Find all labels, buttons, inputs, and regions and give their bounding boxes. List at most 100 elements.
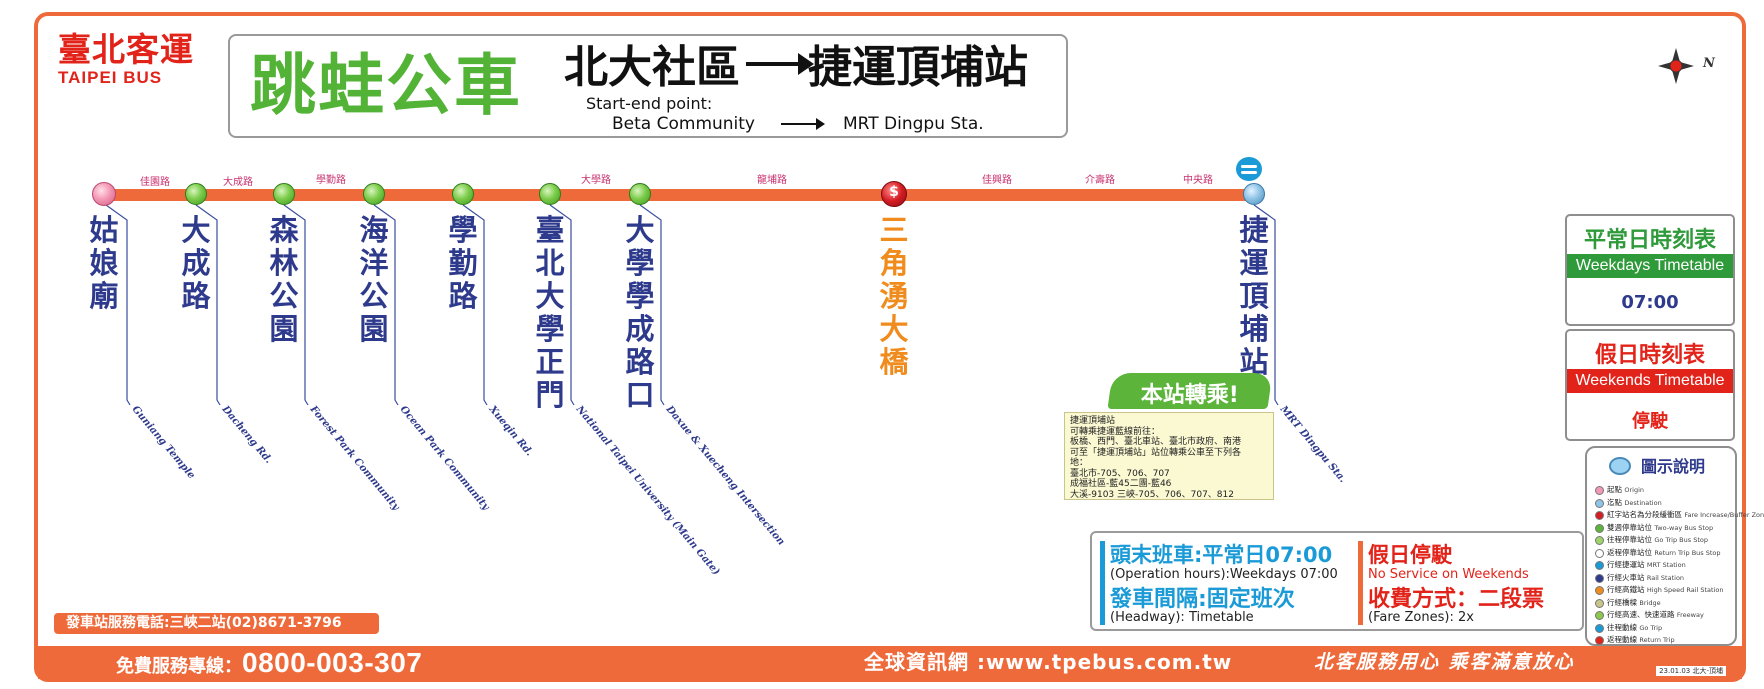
legend-item: 行經捷運站 MRT Station bbox=[1593, 559, 1737, 572]
footer-bar: 免費服務專線：0800-003-307 全球資訊網 :www.tpebus.co… bbox=[38, 646, 1742, 679]
route-line bbox=[104, 189, 1258, 201]
weekend-timetable: 假日時刻表 Weekends Timetable 停駛 bbox=[1565, 329, 1735, 441]
leader-line bbox=[373, 204, 399, 406]
leader-line bbox=[1253, 204, 1279, 406]
legend-item: 行經高速、快速道路 Freeway bbox=[1593, 609, 1737, 622]
road-label: 介壽路 bbox=[1085, 175, 1115, 186]
stop-name-zh: 學勤路 bbox=[448, 213, 478, 313]
legend-swatch-icon bbox=[1595, 536, 1604, 545]
transfer-line: 可至「捷運頂埔站」站位轉乘公車至下列各 bbox=[1070, 447, 1242, 458]
road-label: 學勤路 bbox=[316, 175, 346, 186]
legend-item: 行經火車站 Rail Station bbox=[1593, 572, 1737, 585]
hotline: 免費服務專線：0800-003-307 bbox=[116, 647, 422, 682]
legend-item-en: Go Trip bbox=[1639, 623, 1663, 632]
legend-swatch-icon bbox=[1595, 486, 1604, 495]
timetable-value: 停駛 bbox=[1632, 411, 1668, 432]
website: 全球資訊網 :www.tpebus.com.tw bbox=[864, 650, 1233, 674]
legend-item-en: Two-way Bus Stop bbox=[1654, 523, 1714, 532]
stop-marker-destination bbox=[1243, 183, 1265, 205]
legend-item-zh: 行經捷運站 bbox=[1607, 560, 1645, 569]
legend-item-en: Go Trip Bus Stop bbox=[1654, 536, 1708, 544]
stop-name-zh: 海洋公園 bbox=[359, 213, 389, 346]
leader-line bbox=[462, 204, 488, 406]
arrow-right-icon bbox=[781, 118, 825, 130]
stop-name-zh: 大學學成路口 bbox=[625, 213, 655, 412]
stop-name-zh: 森林公園 bbox=[269, 213, 299, 346]
transfer-info: 捷運頂埔站 可轉乘捷運藍線前往： 板橋、西門、臺北車站、臺北市政府、南港 可至「… bbox=[1064, 412, 1274, 500]
slogan: 北客服務用心 乘客滿意放心 bbox=[1314, 651, 1575, 673]
legend-item-zh: 行經高速、快速道路 bbox=[1607, 610, 1675, 619]
legend-item: 迄點 Destination bbox=[1593, 497, 1737, 510]
legend-item-en: High Speed Rail Station bbox=[1646, 586, 1724, 594]
road-label: 大學路 bbox=[581, 175, 611, 186]
legend-item-zh: 往程動線 bbox=[1607, 622, 1637, 632]
weekday-timetable: 平常日時刻表 Weekdays Timetable 07:00 bbox=[1565, 214, 1735, 326]
stop-name-zh: 大成路 bbox=[181, 213, 211, 313]
route-title-panel: 跳蛙公車 北大社區捷運頂埔站 Start-end point: Beta Com… bbox=[228, 34, 1068, 138]
stop-marker-buffer: $ bbox=[881, 181, 907, 207]
legend-item: 紅字站名為分段緩衝區 Fare Increase/Buffer Zone bbox=[1593, 509, 1764, 522]
transfer-line: 板橋、西門、臺北車站、臺北市政府、南港 bbox=[1070, 437, 1242, 447]
transfer-line: 大溪-9103 三峽-705、706、707、812 bbox=[1070, 489, 1234, 500]
route-en-label: Start-end point: bbox=[586, 94, 713, 113]
print-date: 23.01.03 北大-頂埔 bbox=[1656, 666, 1726, 676]
stop-marker bbox=[452, 183, 474, 205]
legend-item: 行經橋樑 Bridge bbox=[1593, 597, 1737, 610]
legend-item: 往程動線 Go Trip bbox=[1593, 622, 1737, 635]
legend-item-en: Rail Station bbox=[1646, 573, 1685, 582]
timetable-band: Weekends Timetable bbox=[1567, 369, 1733, 393]
transfer-badge-label: 本站轉乘! bbox=[1140, 383, 1239, 408]
legend-item-zh: 紅字站名為分段緩衝區 bbox=[1607, 510, 1682, 519]
timetable-band: Weekdays Timetable bbox=[1567, 254, 1733, 278]
ops-bar-blue bbox=[1100, 541, 1105, 625]
legend-item-zh: 返程停靠站位 bbox=[1607, 547, 1652, 557]
stop-marker bbox=[363, 183, 385, 205]
legend-item: 返程動線 Return Trip bbox=[1593, 634, 1737, 647]
legend-item: 起點 Origin bbox=[1593, 484, 1737, 497]
stop-name-zh-buffer: 三角湧大橋 bbox=[879, 213, 909, 379]
stop-name-zh: 臺北大學正門 bbox=[535, 213, 565, 412]
first-last-bus-zh: 頭末班車:平常日07:00 bbox=[1110, 543, 1333, 567]
magnifier-icon bbox=[1609, 457, 1631, 475]
stop-marker-origin bbox=[92, 182, 116, 206]
timetable-value: 07:00 bbox=[1621, 292, 1679, 313]
legend-item-zh: 往程停靠站位 bbox=[1607, 535, 1652, 544]
road-label: 佳興路 bbox=[982, 175, 1012, 186]
legend-swatch-icon bbox=[1595, 498, 1604, 508]
legend-title-text: 圖示說明 bbox=[1641, 457, 1706, 476]
legend-item-en: Destination bbox=[1624, 498, 1662, 507]
legend-item-zh: 返程動線 bbox=[1607, 635, 1637, 644]
timetable-title: 假日時刻表 bbox=[1594, 343, 1705, 368]
legend-swatch-icon bbox=[1595, 611, 1604, 620]
arrow-right-icon bbox=[746, 53, 814, 75]
legend-swatch-icon bbox=[1595, 636, 1604, 645]
legend-item-en: MRT Station bbox=[1646, 561, 1686, 569]
road-label: 龍埔路 bbox=[757, 175, 787, 186]
legend-swatch-icon bbox=[1595, 598, 1604, 608]
brand-name-en: TAIPEI BUS bbox=[58, 68, 163, 87]
legend-swatch-icon bbox=[1595, 586, 1604, 595]
service-name: 跳蛙公車 bbox=[250, 47, 522, 124]
legend-item: 往程停靠站位 Go Trip Bus Stop bbox=[1593, 534, 1737, 547]
legend-item-en: Return Trip Bus Stop bbox=[1654, 548, 1721, 557]
leader-line bbox=[549, 204, 575, 406]
leader-line bbox=[639, 204, 665, 406]
transfer-line: 可轉乘捷運藍線前往： bbox=[1070, 426, 1161, 437]
route-end-en: MRT Dingpu Sta. bbox=[843, 114, 984, 134]
legend-item-zh: 行經橋樑 bbox=[1607, 597, 1637, 607]
legend-item-en: Return Trip bbox=[1639, 636, 1675, 644]
timetable-title: 平常日時刻表 bbox=[1583, 228, 1716, 253]
legend-swatch-icon bbox=[1595, 573, 1604, 583]
route-start-zh: 北大社區 bbox=[564, 42, 740, 93]
leader-line bbox=[105, 204, 131, 406]
legend-item-en: Bridge bbox=[1639, 598, 1661, 607]
legend-swatch-icon bbox=[1595, 623, 1604, 633]
transfer-line: 地： bbox=[1070, 458, 1089, 468]
weekend-service-zh: 假日停駛 bbox=[1368, 543, 1452, 567]
road-label: 佳園路 bbox=[140, 177, 170, 188]
legend-item: 返程停靠站位 Return Trip Bus Stop bbox=[1593, 547, 1737, 560]
legend-swatch-icon bbox=[1595, 523, 1604, 533]
headway-zh: 發車間隔:固定班次 bbox=[1110, 587, 1295, 612]
